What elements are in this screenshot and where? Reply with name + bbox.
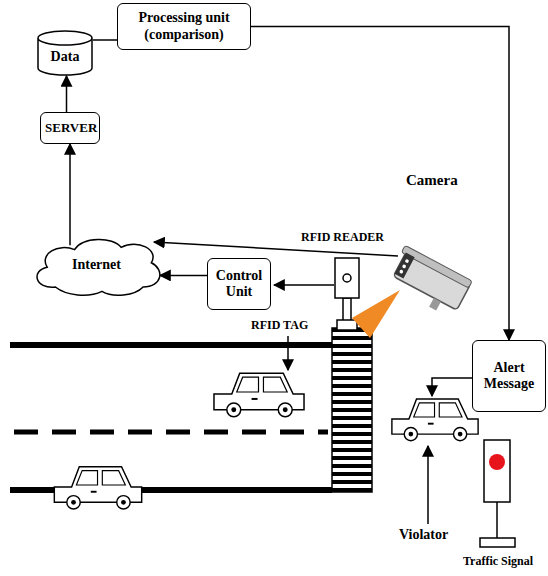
node-text: Alert Message	[477, 360, 541, 392]
server-box: SERVER	[40, 112, 100, 144]
internet-cloud: Internet	[28, 232, 165, 298]
signal-label: Traffic Signal	[462, 554, 534, 569]
tag-label: RFID TAG	[250, 318, 309, 333]
node-text: SERVER	[45, 121, 95, 136]
node-text: Processing unit (comparison)	[122, 10, 246, 42]
traffic-signal	[480, 440, 515, 547]
node-text: Control Unit	[212, 268, 266, 300]
violator-label: Violator	[398, 527, 449, 543]
violator-car	[392, 399, 478, 441]
camera-label: Camera	[405, 172, 459, 189]
camera	[385, 245, 472, 319]
car	[214, 373, 304, 417]
alert-box: Alert Message	[472, 340, 546, 412]
node-text: Internet	[72, 257, 121, 273]
connector	[93, 39, 117, 41]
reader-wire	[274, 284, 334, 286]
control-box: Control Unit	[207, 258, 271, 310]
road	[10, 345, 332, 490]
violator-leader	[427, 446, 429, 524]
tag-leader	[287, 336, 289, 370]
process-box: Processing unit (comparison)	[117, 3, 251, 50]
node-text: Data	[51, 49, 80, 65]
reader-label: RFID READER	[300, 230, 385, 245]
camera-beam	[352, 290, 400, 338]
connector	[251, 27, 509, 341]
car	[54, 467, 141, 509]
zebra-crossing	[332, 328, 372, 492]
connector	[66, 76, 68, 112]
database-cylinder: Data	[37, 30, 93, 76]
connector	[69, 144, 71, 245]
connector	[160, 275, 207, 277]
alert-wire	[432, 378, 472, 396]
